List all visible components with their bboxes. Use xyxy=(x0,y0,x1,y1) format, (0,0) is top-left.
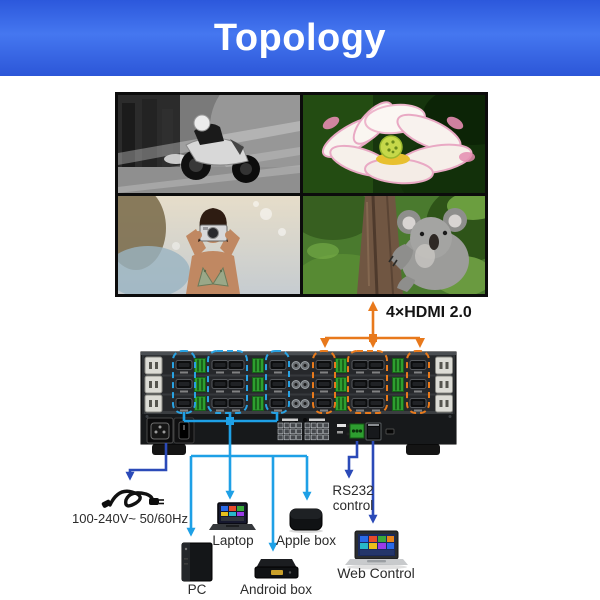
header-banner: Topology xyxy=(0,0,600,76)
web-control-laptop-icon xyxy=(345,530,408,570)
rs232-control-label: RS232 control xyxy=(311,483,395,513)
laptop-label: Laptop xyxy=(212,533,254,548)
power-cable-icon xyxy=(101,489,164,508)
motorcycle-scene xyxy=(118,95,300,193)
matrix-switcher-rear-panel xyxy=(140,351,457,455)
laptop-icon xyxy=(209,502,256,530)
ac-power-inlet xyxy=(146,417,174,444)
wall-image-woman-camera xyxy=(118,196,300,294)
wall-image-motorcycle xyxy=(118,95,300,193)
lotus-scene xyxy=(303,95,485,193)
web-control-label: Web Control xyxy=(337,565,415,581)
wall-image-lotus xyxy=(303,95,485,193)
pc-tower-icon xyxy=(181,542,213,582)
woman-camera-scene xyxy=(118,196,300,294)
power-switch xyxy=(173,417,195,444)
android-box-label: Android box xyxy=(239,582,313,597)
power-spec-label: 100-240V~ 50/60Hz xyxy=(71,511,188,526)
hdmi-input-lines xyxy=(182,412,312,552)
hdmi-input-dashed-boxes xyxy=(172,350,290,414)
rs232-port xyxy=(349,423,365,439)
video-wall xyxy=(115,92,488,297)
rs232-label-line1: RS232 xyxy=(332,483,374,498)
rs232-label-line2: control xyxy=(332,498,374,513)
wall-image-koala xyxy=(303,196,485,294)
page-title: Topology xyxy=(213,16,387,59)
front-button-matrix xyxy=(277,418,329,441)
apple-box-label: Apple box xyxy=(275,533,337,548)
service-port xyxy=(385,428,395,435)
android-box-icon xyxy=(254,559,299,579)
koala-scene xyxy=(303,196,485,294)
hdmi-output-dashed-boxes xyxy=(312,350,430,414)
pc-label: PC xyxy=(187,582,207,597)
lan-port xyxy=(365,422,382,441)
hdmi-output-label: 4×HDMI 2.0 xyxy=(386,304,472,321)
